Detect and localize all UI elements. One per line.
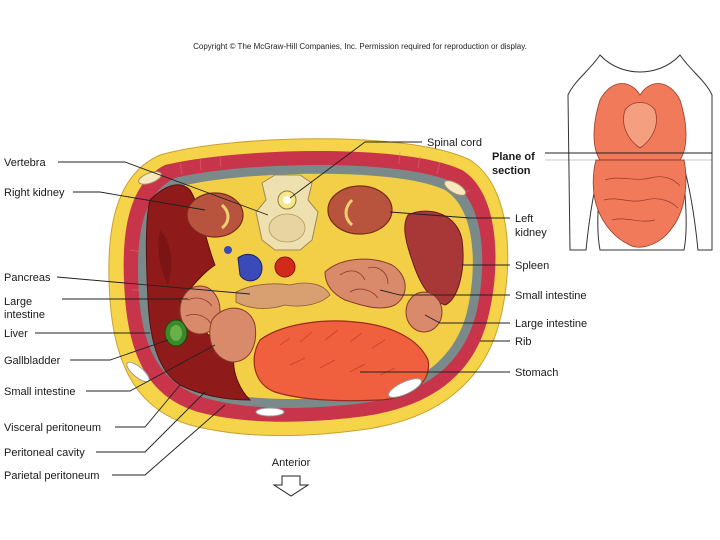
leader-gallbladder xyxy=(70,339,169,361)
label-large-intestine-line2: intestine xyxy=(4,309,45,321)
aorta xyxy=(274,256,296,278)
label-visceral-peritoneum: Visceral peritoneum xyxy=(4,422,101,434)
label-rib: Rib xyxy=(515,336,532,348)
body-silhouette-inset: Plane of section xyxy=(492,54,713,251)
label-vertebra: Vertebra xyxy=(4,157,46,169)
leader-small-intestine-right xyxy=(379,289,510,296)
leader-peritoneal-cavity xyxy=(96,391,206,453)
anterior-arrow-icon xyxy=(272,475,310,497)
plane-of-section-label-line1: Plane of xyxy=(492,151,535,163)
plane-of-section-label-line2: section xyxy=(492,165,531,177)
anterior-marker: Anterior xyxy=(272,457,311,497)
small-intestine-upper xyxy=(324,258,406,309)
leader-right-kidney xyxy=(73,191,206,211)
rib-bottom xyxy=(255,407,285,417)
silhouette-heart xyxy=(623,102,657,149)
label-liver: Liver xyxy=(4,328,28,340)
label-stomach: Stomach xyxy=(515,367,558,379)
left-kidney xyxy=(327,185,393,235)
label-left-kidney-line1: Left xyxy=(515,213,533,225)
leader-spinal-cord xyxy=(289,141,422,199)
gallbladder-inner xyxy=(170,325,182,341)
label-gallbladder: Gallbladder xyxy=(4,355,61,367)
label-pancreas: Pancreas xyxy=(4,272,51,284)
leader-visceral-peritoneum xyxy=(115,384,181,428)
label-peritoneal-cavity: Peritoneal cavity xyxy=(4,447,85,459)
large-intestine-right xyxy=(405,291,443,333)
small-intestine-folds xyxy=(339,266,389,299)
spleen xyxy=(404,210,464,306)
leader-large-intestine-right xyxy=(424,314,510,324)
silhouette-intestine-lines xyxy=(603,176,681,222)
vertebra-shape xyxy=(255,174,319,251)
leader-pancreas xyxy=(56,276,251,295)
right-labels: Spinal cord Left kidney Spleen Small int… xyxy=(289,137,587,379)
small-intestine-lower xyxy=(209,307,257,363)
anterior-label: Anterior xyxy=(272,457,311,469)
leader-small-intestine-left xyxy=(86,344,216,392)
label-small-intestine-right: Small intestine xyxy=(515,290,587,302)
pancreas xyxy=(235,282,331,309)
label-right-kidney: Right kidney xyxy=(4,187,65,199)
renal-vessel xyxy=(224,246,232,254)
stomach-rugae xyxy=(279,329,396,376)
left-kidney-hilum xyxy=(344,198,354,227)
right-kidney-hilum xyxy=(220,203,230,230)
label-small-intestine-left: Small intestine xyxy=(4,386,76,398)
rib-upper-left xyxy=(138,171,162,185)
silhouette-abdominal-organs xyxy=(592,159,687,248)
label-spleen: Spleen xyxy=(515,260,549,272)
inferior-vena-cava xyxy=(237,253,263,282)
label-left-kidney-line2: kidney xyxy=(515,227,547,239)
left-labels: Vertebra Right kidney Pancreas Large int… xyxy=(4,157,269,482)
label-spinal-cord: Spinal cord xyxy=(427,137,482,149)
label-parietal-peritoneum: Parietal peritoneum xyxy=(4,470,99,482)
liver-shade xyxy=(158,230,172,285)
right-kidney xyxy=(186,192,244,238)
label-large-intestine-right: Large intestine xyxy=(515,318,587,330)
rib-upper-right xyxy=(443,180,467,196)
leader-left-kidney xyxy=(389,211,510,219)
label-large-intestine-line1: Large xyxy=(4,296,32,308)
rib-right xyxy=(387,378,423,398)
leader-parietal-peritoneum xyxy=(112,404,226,476)
leader-vertebra xyxy=(58,161,269,216)
copyright-text: Copyright © The McGraw-Hill Companies, I… xyxy=(193,42,527,51)
